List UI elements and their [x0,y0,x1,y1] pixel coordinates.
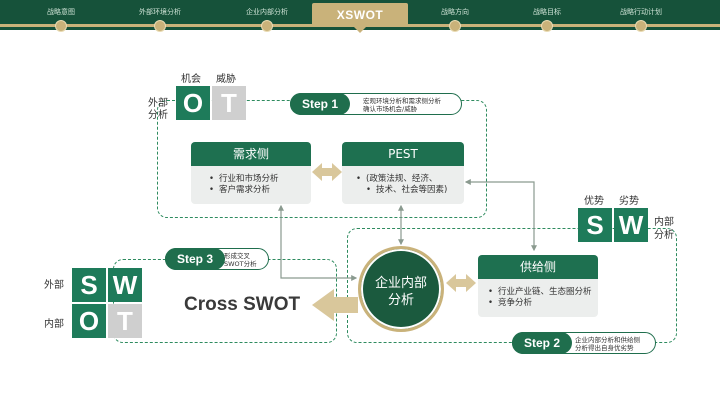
swot-w-tile: W [108,268,142,302]
pest-title: PEST [342,142,464,166]
core-to-cross-swot-arrow [312,289,358,321]
strength-label: 优势 [584,196,604,207]
list-item: 技术、社会等因素) [356,185,447,196]
opportunity-label: 机会 [181,74,201,85]
opportunity-tile: O [176,86,210,120]
step-3-label: Step 3 [165,248,226,270]
step-2-description: 企业内部分析和供给侧 分析得出自身优劣势 [575,336,640,352]
demand-side-title: 需求侧 [191,142,311,166]
nav-active-pointer [354,27,366,33]
nav-item-strategic-intent[interactable]: 战略意图 [47,8,75,16]
demand-pest-double-arrow [312,163,342,181]
step-3-pill: Step 3 形成交叉 SWOT分析 [165,248,269,270]
nav-dot [635,20,647,32]
list-item: 行业和市场分析 [209,174,279,185]
analysis-label-right: 分析 [654,230,674,241]
step-1-label: Step 1 [290,93,351,115]
core-line-2: 分析 [387,293,414,308]
weakness-tile: W [614,208,648,242]
swot-s-tile: S [72,268,106,302]
nav-dot [154,20,166,32]
weakness-label: 劣势 [619,196,639,207]
nav-dot [261,20,273,32]
list-item: 行业产业链、生态圈分析 [488,287,592,298]
nav-item-strategic-direction[interactable]: 战略方向 [441,8,469,16]
internal-analysis-core-circle: 企业内部 分析 [358,246,444,332]
nav-item-xswot-active[interactable]: XSWOT [312,3,408,27]
pest-to-supply-line [464,179,537,252]
outer-label: 外部 [44,280,64,291]
step-2-pill: Step 2 企业内部分析和供给侧 分析得出自身优劣势 [512,332,656,354]
swot-t-tile: T [108,304,142,338]
inner-label: 内部 [44,319,64,330]
list-item: 客户需求分析 [209,185,279,196]
swot-o-tile: O [72,304,106,338]
cross-swot-title: Cross SWOT [184,294,301,315]
list-item: (政策法规、经济、 [356,174,447,185]
threat-tile: T [212,86,246,120]
external-label: 外部 [148,98,168,109]
pest-card: PEST (政策法规、经济、 技术、社会等因素) [342,142,464,204]
core-line-1: 企业内部 [374,276,427,291]
demand-to-cross-line [278,204,358,281]
nav-dot [449,20,461,32]
nav-dot [55,20,67,32]
nav-dot [541,20,553,32]
nav-item-internal-analysis[interactable]: 企业内部分析 [246,8,288,16]
step-3-description: 形成交叉 SWOT分析 [224,252,257,268]
analysis-label: 分析 [148,110,168,121]
strength-tile: S [578,208,612,242]
list-item: 竞争分析 [488,298,592,309]
nav-item-external-analysis[interactable]: 外部环境分析 [139,8,181,16]
nav-item-action-plan[interactable]: 战略行动计划 [620,8,662,16]
supply-side-card: 供给侧 行业产业链、生态圈分析 竞争分析 [478,255,598,317]
supply-side-title: 供给侧 [478,255,598,279]
step-2-label: Step 2 [512,332,573,354]
nav-item-strategic-goals[interactable]: 战略目标 [533,8,561,16]
step-1-description: 宏观环境分析和需求侧分析 确认市场机会/威胁 [363,97,441,113]
threat-label: 威胁 [216,74,236,85]
demand-side-card: 需求侧 行业和市场分析 客户需求分析 [191,142,311,204]
step-1-pill: Step 1 宏观环境分析和需求侧分析 确认市场机会/威胁 [290,93,462,115]
internal-label: 内部 [654,217,674,228]
core-supply-double-arrow [446,274,476,292]
